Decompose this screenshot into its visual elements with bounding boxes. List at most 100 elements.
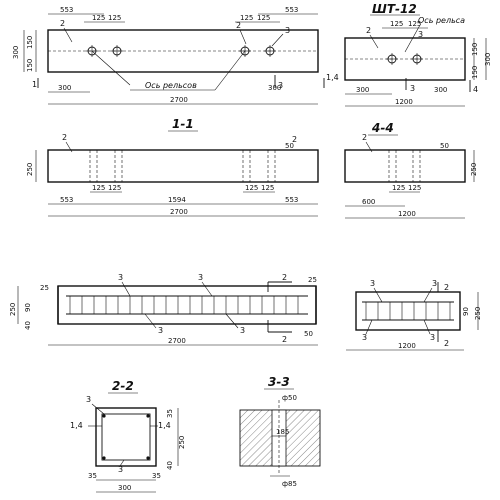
section-1-1: 1-1 2 50 2 250 125 125 125 125 553 1594 … [26, 117, 319, 217]
section-mark-3: 3 [278, 81, 283, 90]
dim-2700: 2700 [170, 208, 188, 216]
mark-3: 3 [362, 333, 367, 342]
dim-300-bottom: 300 [58, 84, 71, 92]
mark-3: 3 [158, 326, 163, 335]
section-mark-2: 2 [282, 273, 287, 282]
title-section-2-2: 2-2 [112, 379, 134, 393]
bolt-hole-icon [264, 45, 276, 57]
dim-125: 125 [257, 14, 270, 22]
dim-125: 125 [108, 14, 121, 22]
dim-150-vert: 150 [471, 43, 479, 56]
title-section-4-4: 4-4 [371, 121, 394, 135]
dim-1200: 1200 [398, 342, 416, 350]
dim-125: 125 [240, 14, 253, 22]
dim-50: 50 [285, 142, 294, 150]
dim-40-vert: 40 [166, 461, 174, 470]
dim-250-vert: 250 [470, 163, 478, 176]
dim-1200: 1200 [395, 98, 413, 106]
dim-600: 600 [362, 198, 375, 206]
rail-axis-right-label: Ось рельса [418, 16, 465, 25]
dim-2700: 2700 [168, 337, 186, 345]
dim-150-vert: 150 [26, 36, 34, 49]
section-2-2: 2-2 3 1,4 1,4 3 250 35 40 35 35 300 [70, 379, 186, 493]
section-mark-2: 2 [444, 339, 449, 348]
dim-125: 125 [261, 184, 274, 192]
dim-125: 125 [245, 184, 258, 192]
dim-300-vert: 300 [12, 46, 20, 59]
section-mark-1: 1 [32, 80, 37, 89]
dim-1200: 1200 [398, 210, 416, 218]
section-mark-14: 1,4 [326, 73, 339, 82]
dim-250-vert: 250 [178, 436, 186, 449]
section-3-3: 3-3 ф50 185 ф85 [239, 375, 321, 488]
dim-250-vert: 250 [26, 163, 34, 176]
title-section-3-3: 3-3 [268, 375, 290, 389]
dim-90-vert: 90 [462, 307, 470, 316]
section-mark-3: 3 [410, 84, 415, 93]
dim-50: 50 [304, 330, 313, 338]
bolt-hole-icon [111, 45, 123, 57]
section-mark-2: 2 [444, 283, 449, 292]
dim-553-left: 553 [60, 6, 73, 14]
dim-300: 300 [434, 86, 447, 94]
mark-2: 2 [60, 19, 65, 28]
dim-2700: 2700 [170, 96, 188, 104]
mark-2: 2 [366, 26, 371, 35]
bolt-hole-icon [386, 53, 398, 65]
mark-3: 3 [370, 279, 375, 288]
dim-phi50: ф50 [282, 394, 297, 402]
mark-1-4: 1,4 [158, 421, 171, 430]
section-mark-4: 4 [473, 85, 478, 94]
dim-150-vert: 150 [26, 59, 34, 72]
plan-view-short: ШТ-12 125 125 Ось рельса 2 3 150 150 300… [344, 2, 492, 107]
dim-125: 125 [92, 14, 105, 22]
mark-2: 2 [236, 21, 241, 30]
dim-250-vert: 250 [9, 303, 17, 316]
dim-125: 125 [408, 184, 421, 192]
section-mark-2: 2 [282, 335, 287, 344]
rail-axis-label: Ось рельсов [145, 81, 197, 90]
mark-2: 2 [62, 133, 67, 142]
dim-300: 300 [118, 484, 131, 492]
dim-1594: 1594 [168, 196, 186, 204]
mark-3: 3 [86, 395, 91, 404]
dim-35: 35 [152, 472, 161, 480]
dim-35-vert: 35 [166, 409, 174, 418]
mark-3: 3 [198, 273, 203, 282]
dim-125: 125 [92, 184, 105, 192]
dim-300: 300 [356, 86, 369, 94]
dim-25: 25 [308, 276, 317, 284]
reinforcement-cage-long: 3 3 3 3 25 25 50 250 90 40 2700 2 2 [9, 273, 318, 346]
dim-90-vert: 90 [24, 303, 32, 312]
mark-3: 3 [240, 326, 245, 335]
dim-125: 125 [392, 184, 405, 192]
dim-185: 185 [276, 428, 289, 436]
mark-3: 3 [430, 333, 435, 342]
section-4-4: 4-4 2 50 250 125 125 600 1200 [344, 121, 478, 219]
dim-553: 553 [285, 196, 298, 204]
title-sht12: ШТ-12 [372, 2, 417, 16]
dim-553-right: 553 [285, 6, 298, 14]
title-section-1-1: 1-1 [172, 117, 194, 131]
dim-50: 50 [440, 142, 449, 150]
mark-3: 3 [118, 465, 123, 474]
dim-40-vert: 40 [24, 321, 32, 330]
dim-125: 125 [390, 20, 403, 28]
mark-3: 3 [285, 26, 290, 35]
dim-300-vert: 300 [484, 53, 492, 66]
dim-125: 125 [408, 20, 421, 28]
reinforcement-cage-short: 3 3 3 3 250 90 1200 2 2 [346, 279, 482, 351]
mark-2: 2 [362, 133, 367, 142]
bolt-hole-icon [411, 53, 423, 65]
dim-150-vert: 150 [471, 66, 479, 79]
dim-35: 35 [88, 472, 97, 480]
mark-1-4: 1,4 [70, 421, 83, 430]
mark-3: 3 [418, 30, 423, 39]
plan-view-long: 553 125 125 125 125 553 300 150 150 2 3 … [12, 6, 339, 105]
dim-553: 553 [60, 196, 73, 204]
dim-250-vert: 250 [474, 307, 482, 320]
dim-phi85: ф85 [282, 480, 297, 488]
dim-125: 125 [108, 184, 121, 192]
mark-2: 2 [292, 135, 297, 144]
